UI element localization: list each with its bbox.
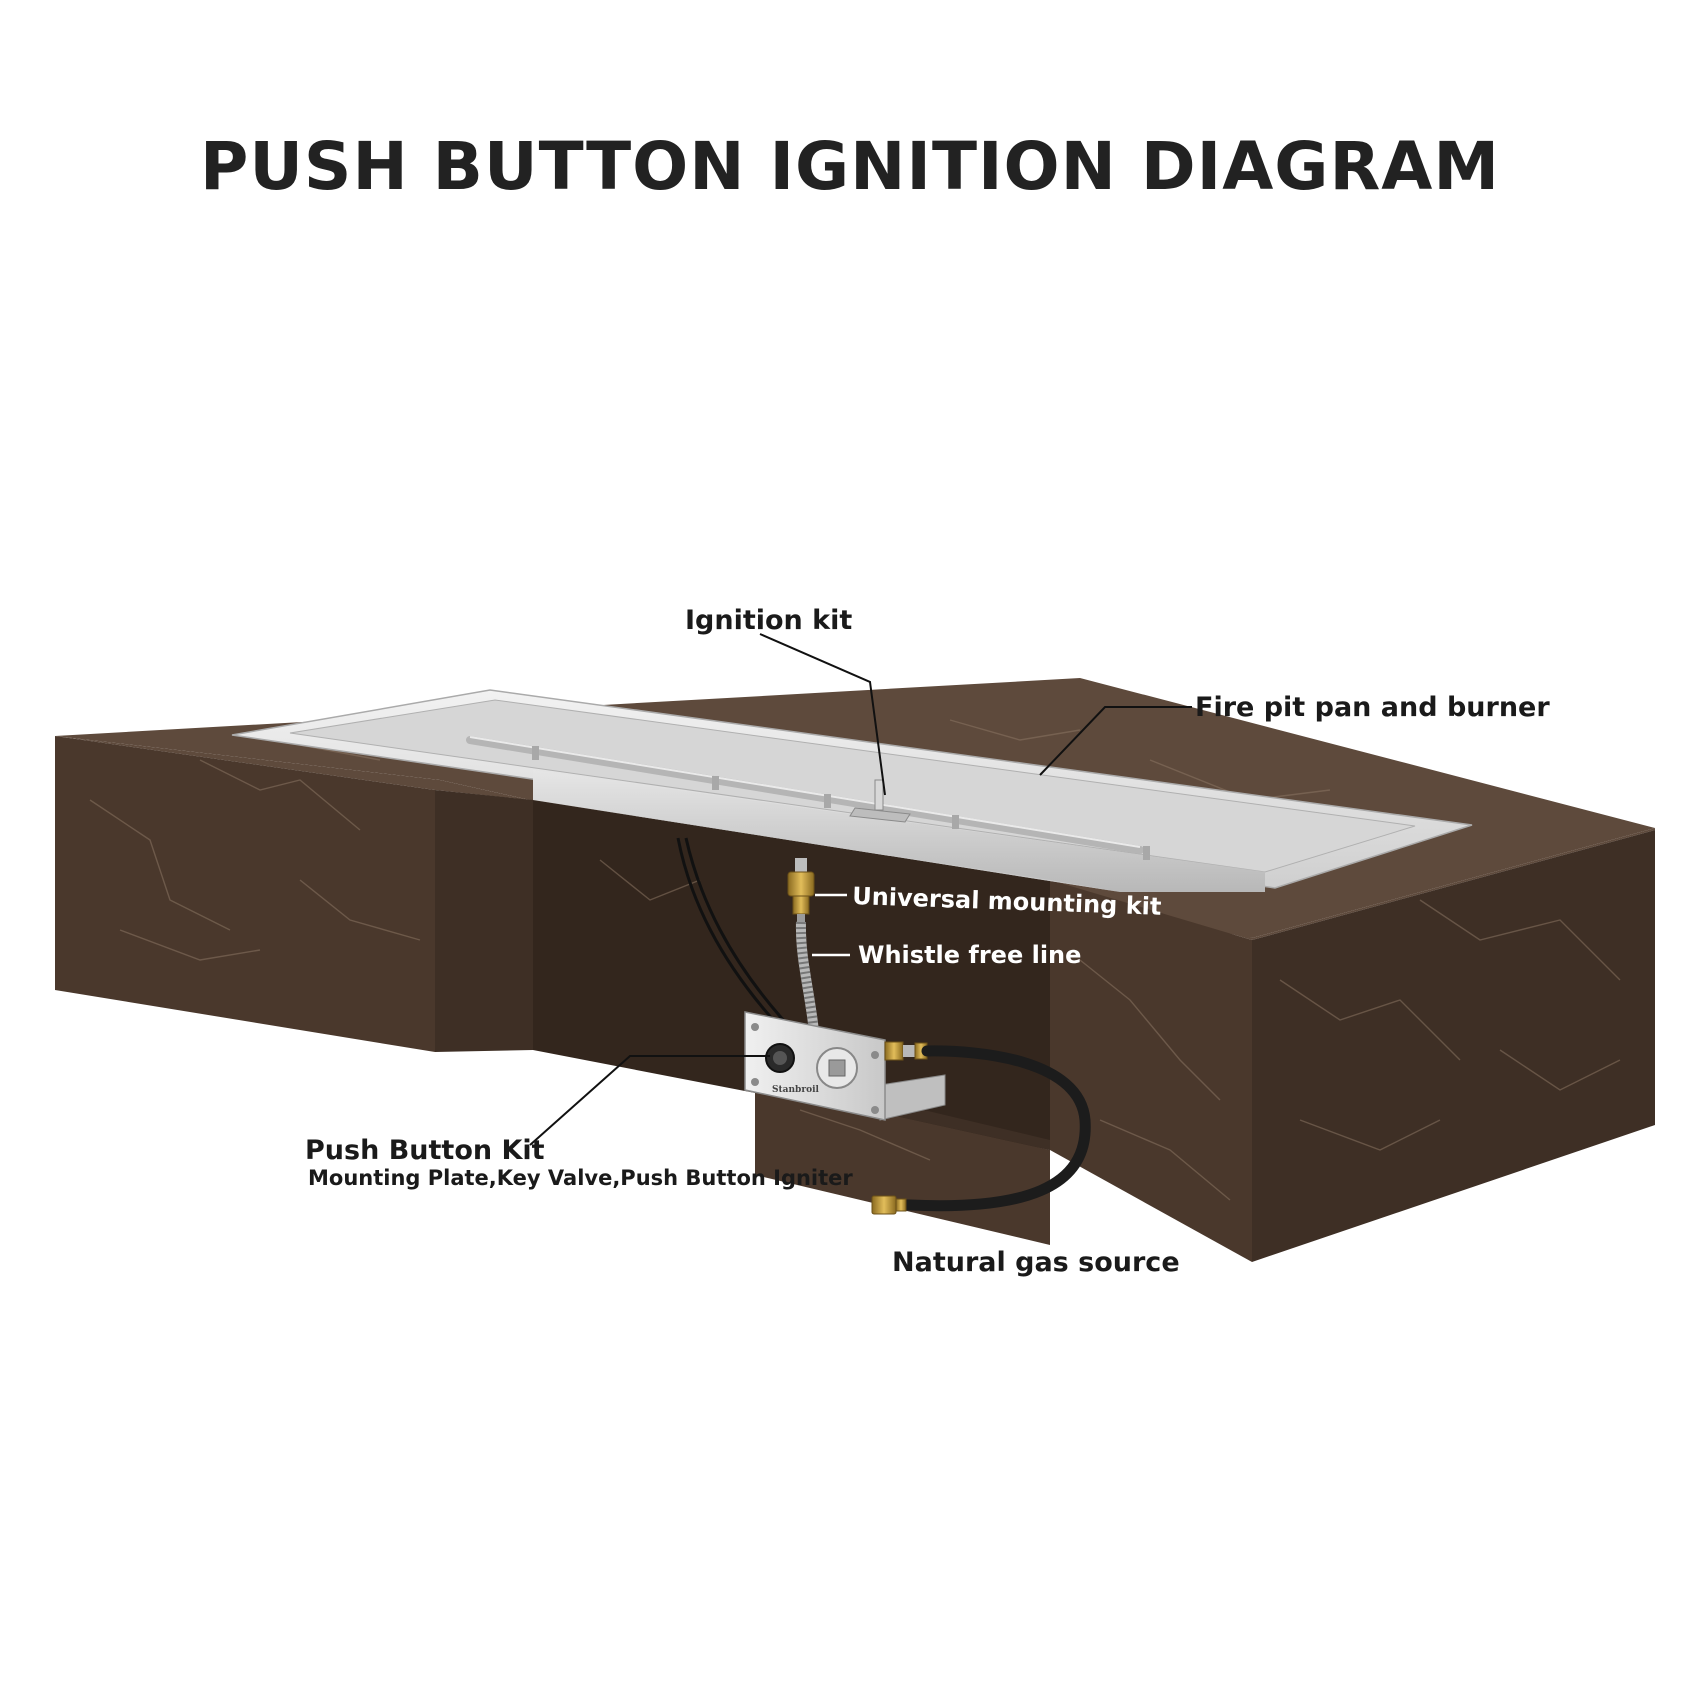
push-button-igniter-icon	[765, 1043, 795, 1073]
natural-gas-hose	[871, 1045, 1091, 1215]
universal-mounting-kit	[787, 871, 815, 924]
label-fire-pit-pan: Fire pit pan and burner	[1195, 692, 1550, 723]
gas-inlet-stub	[795, 858, 807, 872]
back-inner-wall	[533, 800, 1050, 1150]
igniter-wires	[676, 837, 787, 1023]
left-block-top	[55, 736, 530, 800]
leader-ignition-kit	[759, 633, 886, 796]
plate-brand: Stanbroil	[772, 1085, 819, 1095]
leader-fire-pit-pan	[1039, 706, 1192, 776]
pan-underside	[533, 800, 1120, 892]
right-block-front	[1050, 880, 1252, 1262]
label-natural-gas: Natural gas source	[892, 1247, 1180, 1278]
fire-pit-pan	[231, 689, 1473, 892]
label-push-button-kit: Push Button Kit	[305, 1135, 545, 1166]
marble-veins	[89, 719, 1621, 1201]
ignition-electrode	[849, 779, 911, 823]
left-block-side	[435, 790, 533, 1052]
label-whistle-free: Whistle free line	[858, 941, 1081, 969]
burner-legs	[532, 746, 1150, 860]
label-push-button-sub: Mounting Plate,Key Valve,Push Button Ign…	[308, 1166, 853, 1190]
mounting-plate	[744, 1011, 886, 1121]
square-key-valve-icon	[816, 1047, 858, 1089]
label-ignition-kit: Ignition kit	[685, 605, 852, 636]
pan-recess	[289, 699, 1416, 873]
pan-front-wall	[533, 770, 1265, 892]
burner-bar	[466, 736, 1144, 854]
leader-push-button-kit	[529, 1055, 770, 1146]
left-block-front	[55, 736, 435, 1052]
diagram-title: PUSH BUTTON IGNITION DIAGRAM	[199, 128, 1501, 205]
right-block-side	[1252, 830, 1655, 1262]
